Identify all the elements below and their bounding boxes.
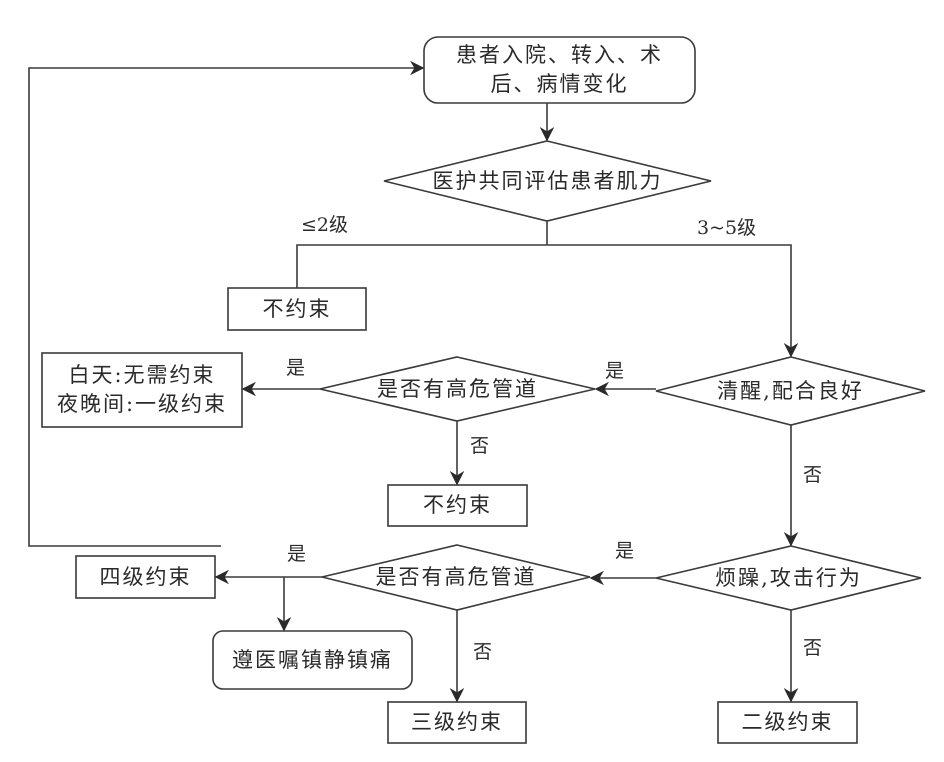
label-le2: ≤2级 [301,214,349,236]
no-restraint-1-node: 不约束 [262,296,332,321]
level3-node: 三级约束 [411,710,503,734]
label-yes-tube2: 是 [287,543,307,565]
label-yes-agitated: 是 [615,540,635,562]
agitated-aggressive-node: 烦躁,攻击行为 [715,565,862,590]
level3-box [387,701,527,744]
label-3to5: 3~5级 [697,217,757,239]
high-risk-tube-1-node: 是否有高危管道 [377,376,538,401]
edge-feedback-loop [28,60,425,547]
label-no-agitated: 否 [803,637,823,659]
sedation-node: 遵医嘱镇静镇痛 [232,647,393,672]
alert-cooperative-node: 清醒,配合良好 [717,378,864,403]
level2-node: 二级约束 [741,710,834,734]
label-yes-tube1: 是 [286,357,306,379]
level4-node: 四级约束 [99,564,192,589]
no-restraint-2-node: 不约束 [423,493,492,517]
label-no-tube1: 否 [470,435,490,457]
label-yes-alert: 是 [605,360,625,382]
level4-box [75,555,216,599]
no-restraint-1-box [227,287,367,331]
assess-node: 医护共同评估患者肌力 [432,168,663,193]
high-risk-tube-2-node: 是否有高危管道 [375,565,537,589]
label-no-tube2: 否 [473,641,493,663]
level2-box [717,701,858,744]
start-node: 患者入院、转入、术 后、病情变化 [456,43,663,96]
label-no-alert: 否 [803,464,823,486]
day-night-box [41,352,243,428]
day-night-node: 白天:无需约束 夜晚间:一级约束 [56,363,228,416]
edge-assess-3to5 [547,244,799,358]
edge-assess-le2 [296,244,547,288]
sedation-box [212,630,413,690]
